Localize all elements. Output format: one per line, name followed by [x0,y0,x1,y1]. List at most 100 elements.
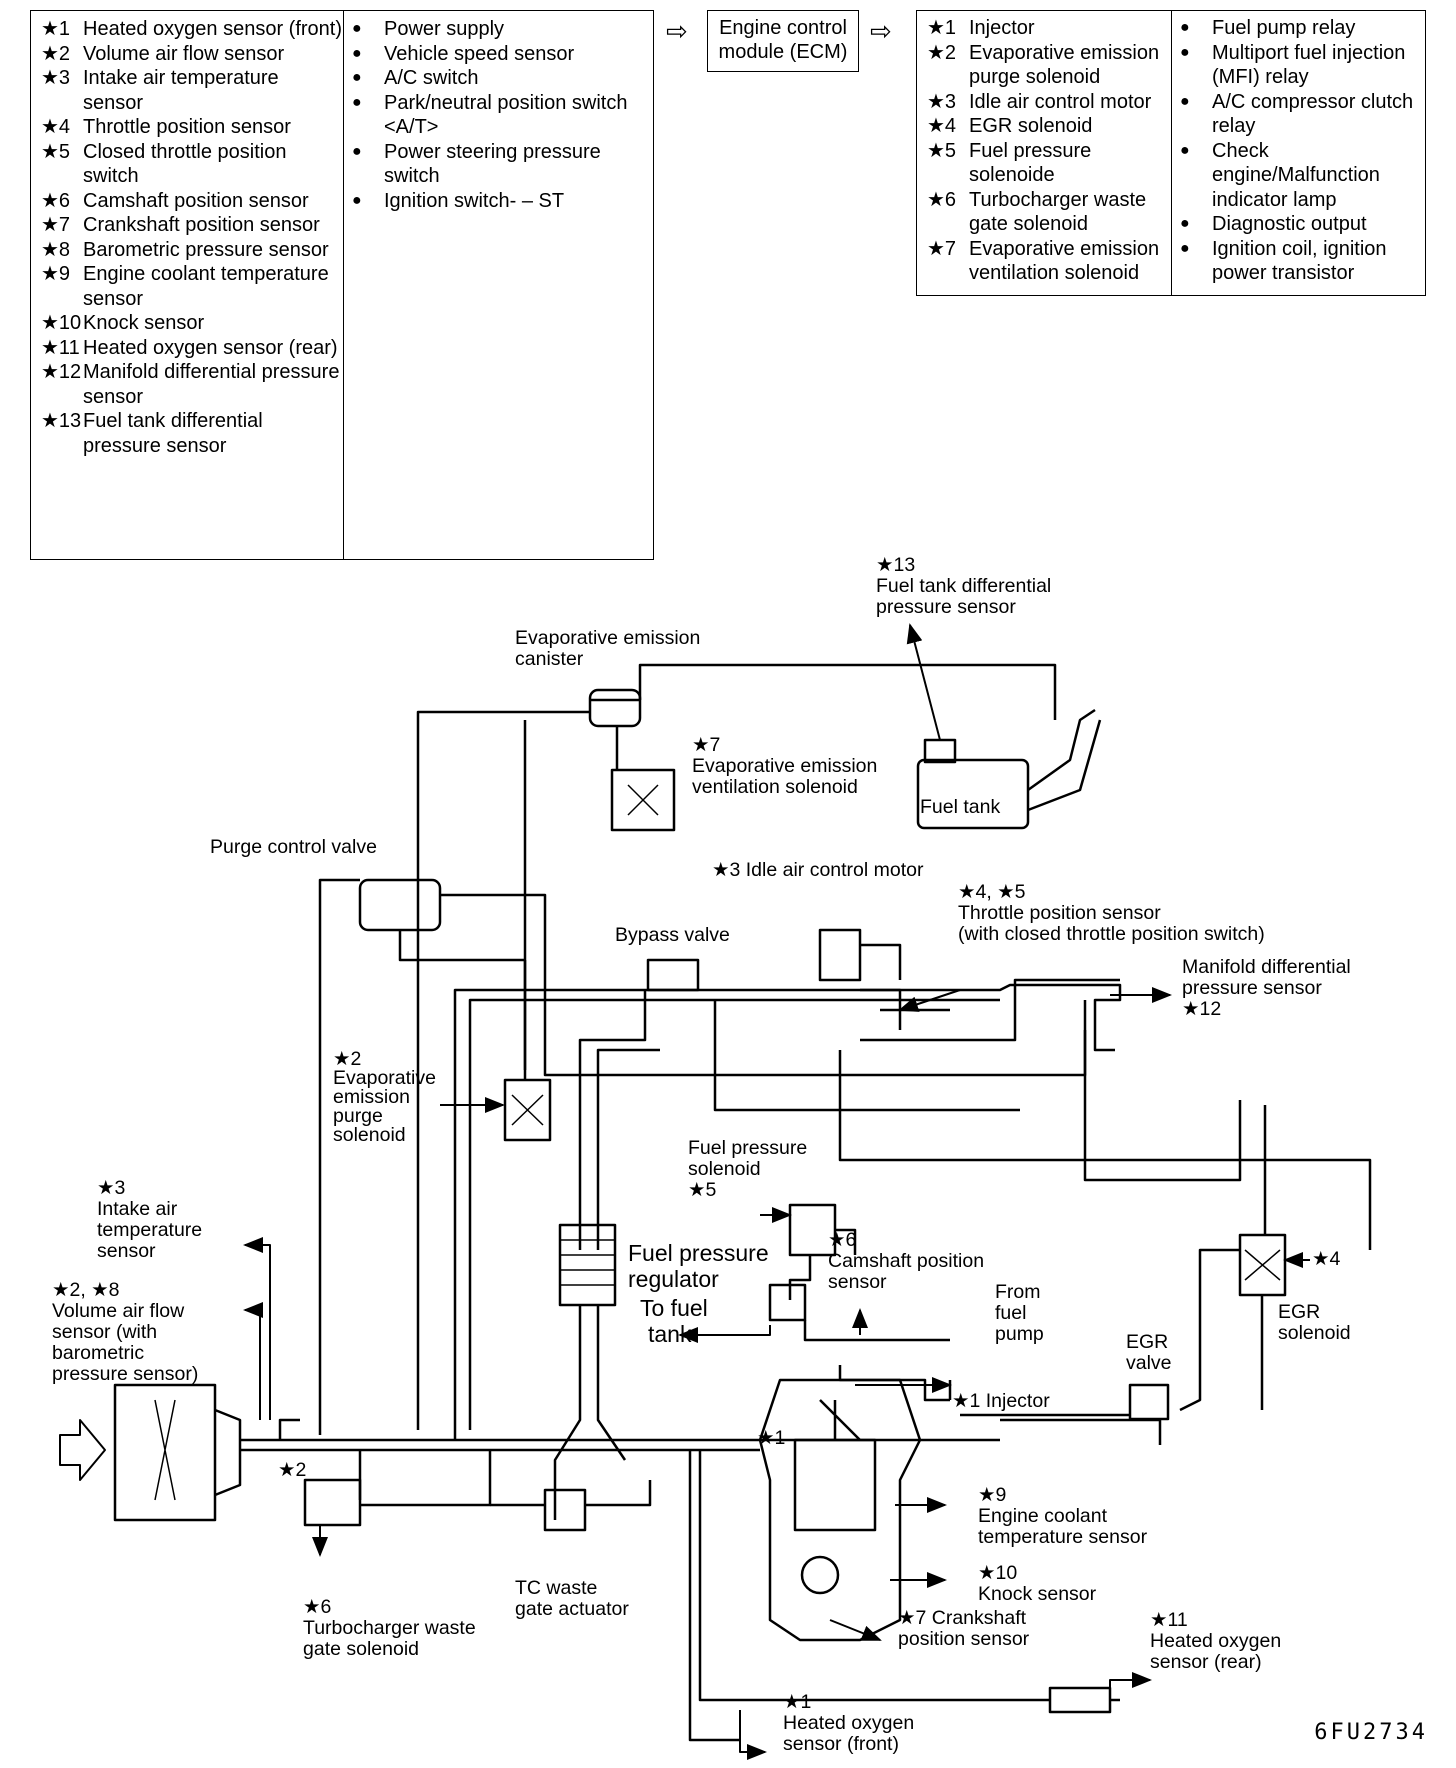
bullet-mark: ● [352,93,362,111]
label-line: sensor [97,1240,156,1262]
label-fp-regulator: Fuel pressure regulator [628,1240,769,1292]
label-line: sensor (rear) [1150,1651,1262,1673]
table-item: ●A/C switch [344,66,652,91]
star-mark: ★7 [927,237,957,260]
table-item: ●Diagnostic output [1172,212,1424,237]
engine-block [758,1378,922,1642]
label-line: TC waste [515,1577,598,1599]
label-star1: ★1 [757,1427,786,1449]
label-fp-solenoid: Fuel pressure solenoid ★5 [688,1138,807,1201]
label-egr-valve: EGR valve [1126,1332,1172,1374]
table-item-text: Knock sensor [83,312,205,334]
wastegate-actuator-body [543,1488,587,1532]
figure-code: 6FU2734 [1314,1720,1428,1745]
star-mark: ★12 [41,361,82,383]
table-item-text: Ignition coil, ignition power transistor [1212,237,1387,285]
bullet-mark: ● [1180,92,1190,110]
bullet-mark: ● [1180,215,1190,232]
label-line: gate solenoid [303,1638,420,1660]
label-line: Camshaft position [828,1250,985,1272]
table-item-text: Manifold differential pressure sensor [83,361,340,408]
table-item: ★1 Heated oxygen sensor (front) [31,17,343,42]
label-line: pressure sensor) [52,1363,199,1385]
star-mark: ★7 [41,214,71,236]
arrow-icon: ⇨ [870,16,892,46]
table-item-text: Throttle position sensor [83,116,291,138]
table-item: ●A/C compressor clutch relay [1172,90,1424,139]
arrow-icon: ⇨ [666,16,688,46]
label-ect-sensor: ★9 Engine coolant temperature sensor [978,1485,1147,1548]
label-tps: ★4, ★5 Throttle position sensor (with cl… [958,882,1265,945]
label-mdp-sensor: Manifold differential pressure sensor ★1… [1182,957,1351,1020]
label-line: ★2 [333,1048,362,1070]
label-line: ★9 [978,1484,1007,1506]
label-line: To fuel [640,1295,708,1321]
table-item: ●Check engine/Malfunction indicator lamp [1172,139,1424,213]
label-fuel-tank: Fuel tank [920,796,1001,818]
label-line: ★3 [97,1177,126,1199]
label-line: regulator [628,1266,719,1292]
label-ho2s-rear: ★11 Heated oxygen sensor (rear) [1150,1610,1281,1673]
label-line: purge [333,1105,383,1127]
star-mark: ★3 [41,67,71,89]
bullet-mark: ● [352,44,362,62]
star-mark: ★4 [927,115,957,137]
table-item-text: Heated oxygen sensor (front) [83,18,343,40]
label-line: ★10 [978,1562,1018,1584]
star-mark: ★6 [927,188,957,211]
table-item: ●Multiport fuel injection (MFI) relay [1172,41,1424,90]
label-line: Volume air flow [52,1300,185,1322]
label-line: gate actuator [515,1598,629,1620]
table-item: ●Ignition coil, ignition power transisto… [1172,237,1424,286]
label-line: EGR [1278,1301,1321,1323]
label-line: ★6 [303,1596,332,1618]
label-egr-mark: ★4 [1312,1248,1341,1270]
canister-body [588,688,642,728]
ecm-line1: Engine control [719,17,847,39]
purge-valve-body [358,878,442,932]
label-crank-sensor: ★7 Crankshaft position sensor [898,1608,1029,1650]
table-item-text: Engine coolant temperature sensor [83,263,329,310]
table-item: ●Power steering pressure switch [344,140,652,189]
label-line: pressure sensor [1182,977,1322,999]
star-mark: ★3 [927,90,957,113]
bullet-mark: ● [352,142,362,160]
star-mark: ★1 [41,18,71,40]
table-item-text: Heated oxygen sensor (rear) [83,336,338,359]
label-line: ★12 [1182,998,1222,1020]
intercooler-core [558,1223,617,1307]
table-item: ●Vehicle speed sensor [344,42,652,67]
table-item-text: Ignition switch- – ST [384,189,565,212]
label-from-pump: From fuel pump [995,1282,1044,1345]
table-item-text: Injector [969,17,1035,39]
label-egr-solenoid: EGR solenoid [1278,1302,1351,1344]
star-mark: ★11 [41,336,80,359]
ecm-box: Engine control module (ECM) [707,10,859,72]
label-line: From [995,1281,1041,1303]
star-mark: ★4 [41,116,71,138]
table-item-text: Multiport fuel injection (MFI) relay [1212,41,1406,89]
label-line: ★4, ★5 [958,881,1026,903]
egr-valve-body [1128,1383,1170,1421]
star-mark: ★2 [41,42,71,65]
purge-upper-hose [416,710,590,1430]
label-line: ventilation solenoid [692,776,858,798]
label-line: fuel [995,1302,1027,1324]
label-line: solenoid [1278,1322,1351,1344]
label-iat-sensor: ★3 Intake air temperature sensor [97,1178,202,1262]
label-line: Heated oxygen [783,1712,915,1734]
table-item-text: Closed throttle position switch [83,140,287,188]
label-line: (with closed throttle position switch) [958,923,1265,945]
table-item-text: Turbocharger waste gate solenoid [969,188,1147,236]
